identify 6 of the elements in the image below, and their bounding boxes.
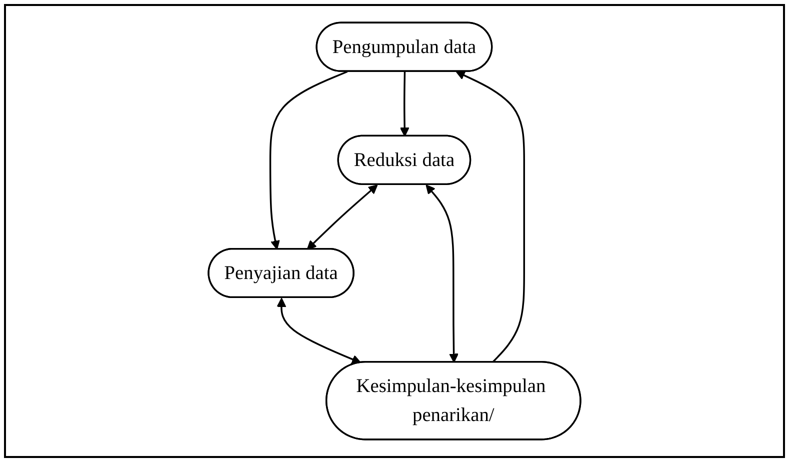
arrow bbox=[276, 298, 362, 364]
arrow bbox=[426, 184, 459, 363]
arrow bbox=[269, 70, 348, 250]
arrow bbox=[306, 184, 378, 250]
arrow bbox=[456, 70, 525, 363]
arrow bbox=[400, 72, 410, 137]
